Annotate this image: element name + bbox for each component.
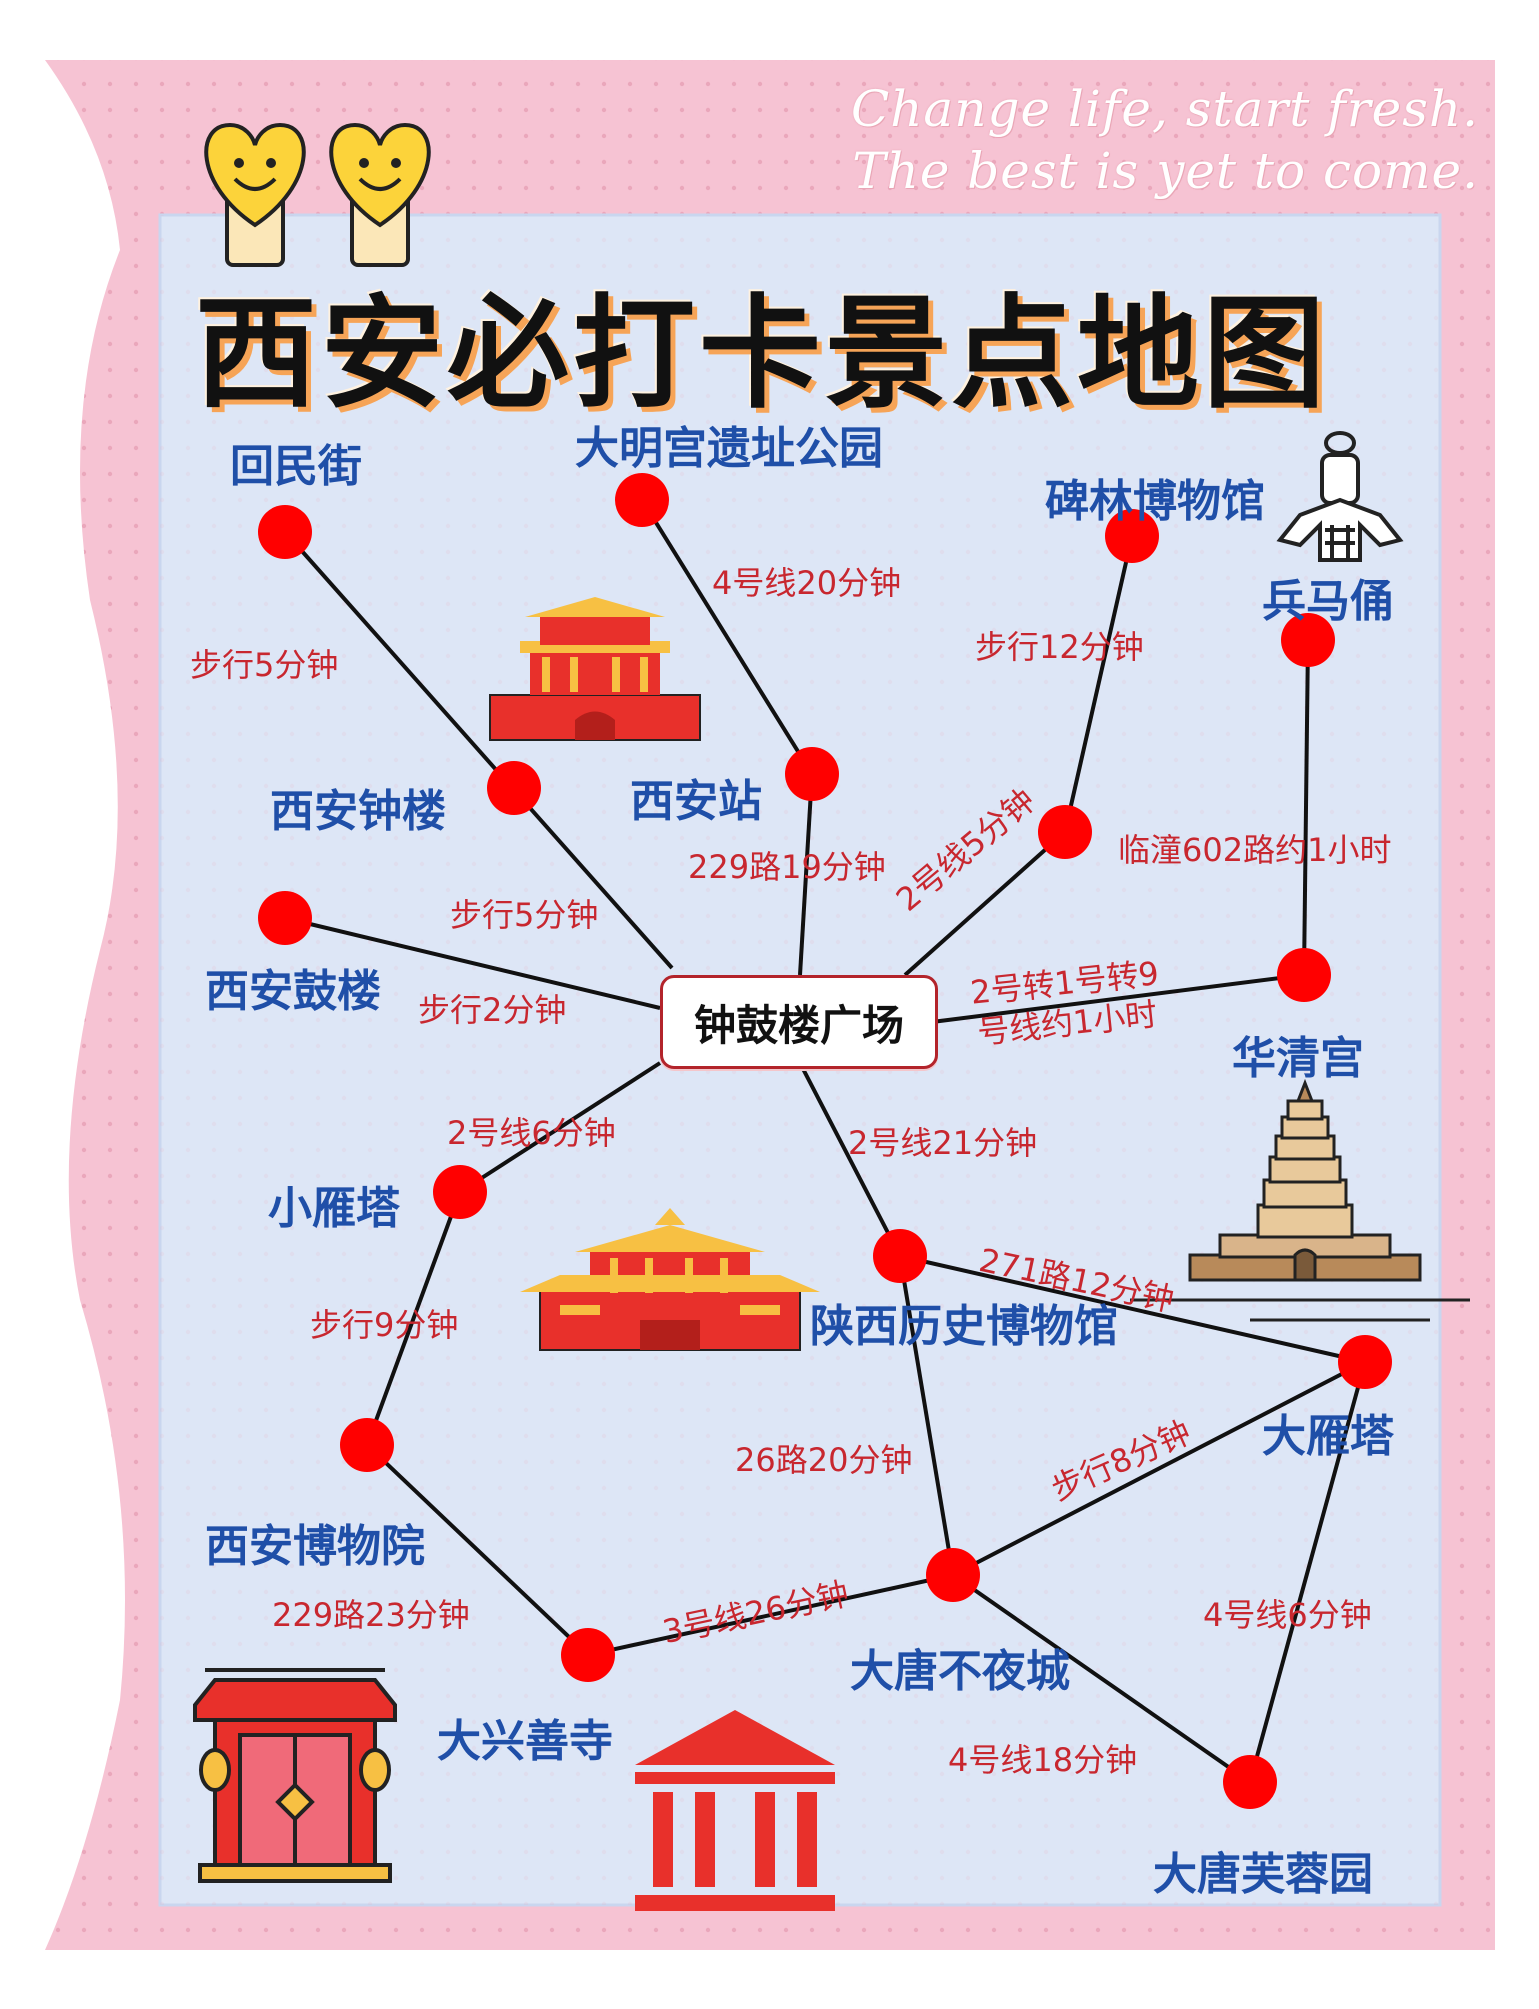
route-line4-6: 4号线6分钟	[1203, 1596, 1372, 1634]
line-hub-xiaoyanta	[458, 1061, 662, 1194]
route-walk5-huiminjie: 步行5分钟	[190, 646, 339, 684]
route-walk12: 步行12分钟	[975, 628, 1144, 666]
route-line2-6: 2号线6分钟	[447, 1114, 616, 1152]
smiley-heart-icon	[329, 122, 431, 267]
place-bingmayong[interactable]: 兵马俑	[1262, 576, 1394, 627]
route-lines	[283, 498, 1367, 1784]
museum-columns-icon	[635, 1710, 835, 1911]
place-xiaoyanta[interactable]: 小雁塔	[268, 1183, 400, 1234]
line-daminggong-xianzhan	[640, 498, 814, 776]
route-line4-18: 4号线18分钟	[948, 1741, 1138, 1779]
line-bingmayong-huaqing	[1302, 639, 1310, 976]
line-hub-shaanxi	[798, 1062, 902, 1257]
line-hub-huaqing	[931, 973, 1305, 1024]
node-daxing	[561, 1628, 615, 1682]
line-xianzhan-hub	[798, 773, 814, 976]
node-xianzhan	[785, 747, 839, 801]
place-huiminjie[interactable]: 回民街	[230, 441, 362, 492]
line-chengqiang-hub	[903, 830, 1067, 977]
line-xian-museum-daxing	[365, 1443, 590, 1657]
page-title: 西安必打卡景点地图	[195, 283, 1329, 425]
place-beilin[interactable]: 碑林博物馆	[1045, 476, 1265, 527]
route-walk2: 步行2分钟	[418, 991, 567, 1029]
node-dayanta	[1338, 1335, 1392, 1389]
hub-zhonggulou-square[interactable]: 钟鼓楼广场	[660, 975, 938, 1069]
station-nodes	[258, 473, 1392, 1809]
place-zhonglou[interactable]: 西安钟楼	[270, 786, 446, 837]
place-furongyuan[interactable]: 大唐芙蓉园	[1153, 1849, 1373, 1900]
line-buyecheng-furongyuan	[951, 1573, 1252, 1784]
place-daxingshansi[interactable]: 大兴善寺	[437, 1716, 613, 1767]
place-xianzhan[interactable]: 西安站	[630, 776, 762, 827]
node-gulou	[258, 891, 312, 945]
line-beilin-chengqiang	[1063, 535, 1134, 833]
tagline-line1: Change life, start fresh.	[850, 80, 1479, 138]
route-lintong602: 临潼602路约1小时	[1118, 831, 1392, 869]
palace-icon	[520, 1208, 820, 1351]
node-bingmayong	[1281, 613, 1335, 667]
node-daminggong	[615, 473, 669, 527]
place-datangbuyecheng[interactable]: 大唐不夜城	[850, 1646, 1070, 1697]
route-bus229-23: 229路23分钟	[272, 1596, 470, 1634]
place-gulou[interactable]: 西安鼓楼	[205, 966, 381, 1017]
route-line4-20: 4号线20分钟	[712, 564, 902, 602]
route-bus229-19: 229路19分钟	[688, 848, 886, 886]
route-walk9: 步行9分钟	[310, 1306, 459, 1344]
line-dayanta-furongyuan	[1248, 1361, 1367, 1783]
node-xian-museum	[340, 1418, 394, 1472]
place-huaqinggong[interactable]: 华清宫	[1232, 1033, 1364, 1084]
smiley-heart-icon	[204, 122, 306, 267]
line-daxing-buyecheng	[587, 1573, 954, 1657]
node-huiminjie	[258, 505, 312, 559]
node-xiaoyanta	[433, 1165, 487, 1219]
place-daminggong[interactable]: 大明宫遗址公园	[575, 423, 883, 474]
route-bus26-20: 26路20分钟	[735, 1441, 913, 1479]
node-buyecheng	[926, 1548, 980, 1602]
terracotta-warrior-icon	[1276, 431, 1404, 562]
place-dayanta[interactable]: 大雁塔	[1262, 1411, 1394, 1462]
line-buyecheng-dayanta	[952, 1360, 1366, 1577]
line-huiminjie-hub	[283, 530, 674, 970]
node-shaanxi	[873, 1229, 927, 1283]
node-furongyuan	[1223, 1755, 1277, 1809]
line-gulou-hub	[284, 916, 661, 1010]
temple-gate-icon	[489, 597, 701, 741]
tagline-line2: The best is yet to come.	[852, 142, 1479, 200]
route-walk5-zhonglou: 步行5分钟	[450, 896, 599, 934]
line-shaanxi-dayanta	[899, 1254, 1366, 1364]
line-xiaoyanta-xian-museum	[365, 1191, 462, 1446]
node-beilin	[1105, 509, 1159, 563]
line-shaanxi-buyecheng	[898, 1255, 955, 1576]
place-shaanxi-museum[interactable]: 陕西历史博物馆	[810, 1301, 1118, 1352]
route-line2-21: 2号线21分钟	[848, 1124, 1038, 1162]
node-chengqiang	[1038, 805, 1092, 859]
node-zhonglou	[487, 761, 541, 815]
node-huaqing	[1277, 948, 1331, 1002]
pagoda-icon	[1130, 1078, 1470, 1322]
red-gate-icon	[193, 1668, 397, 1883]
place-xian-museum[interactable]: 西安博物院	[205, 1521, 425, 1572]
